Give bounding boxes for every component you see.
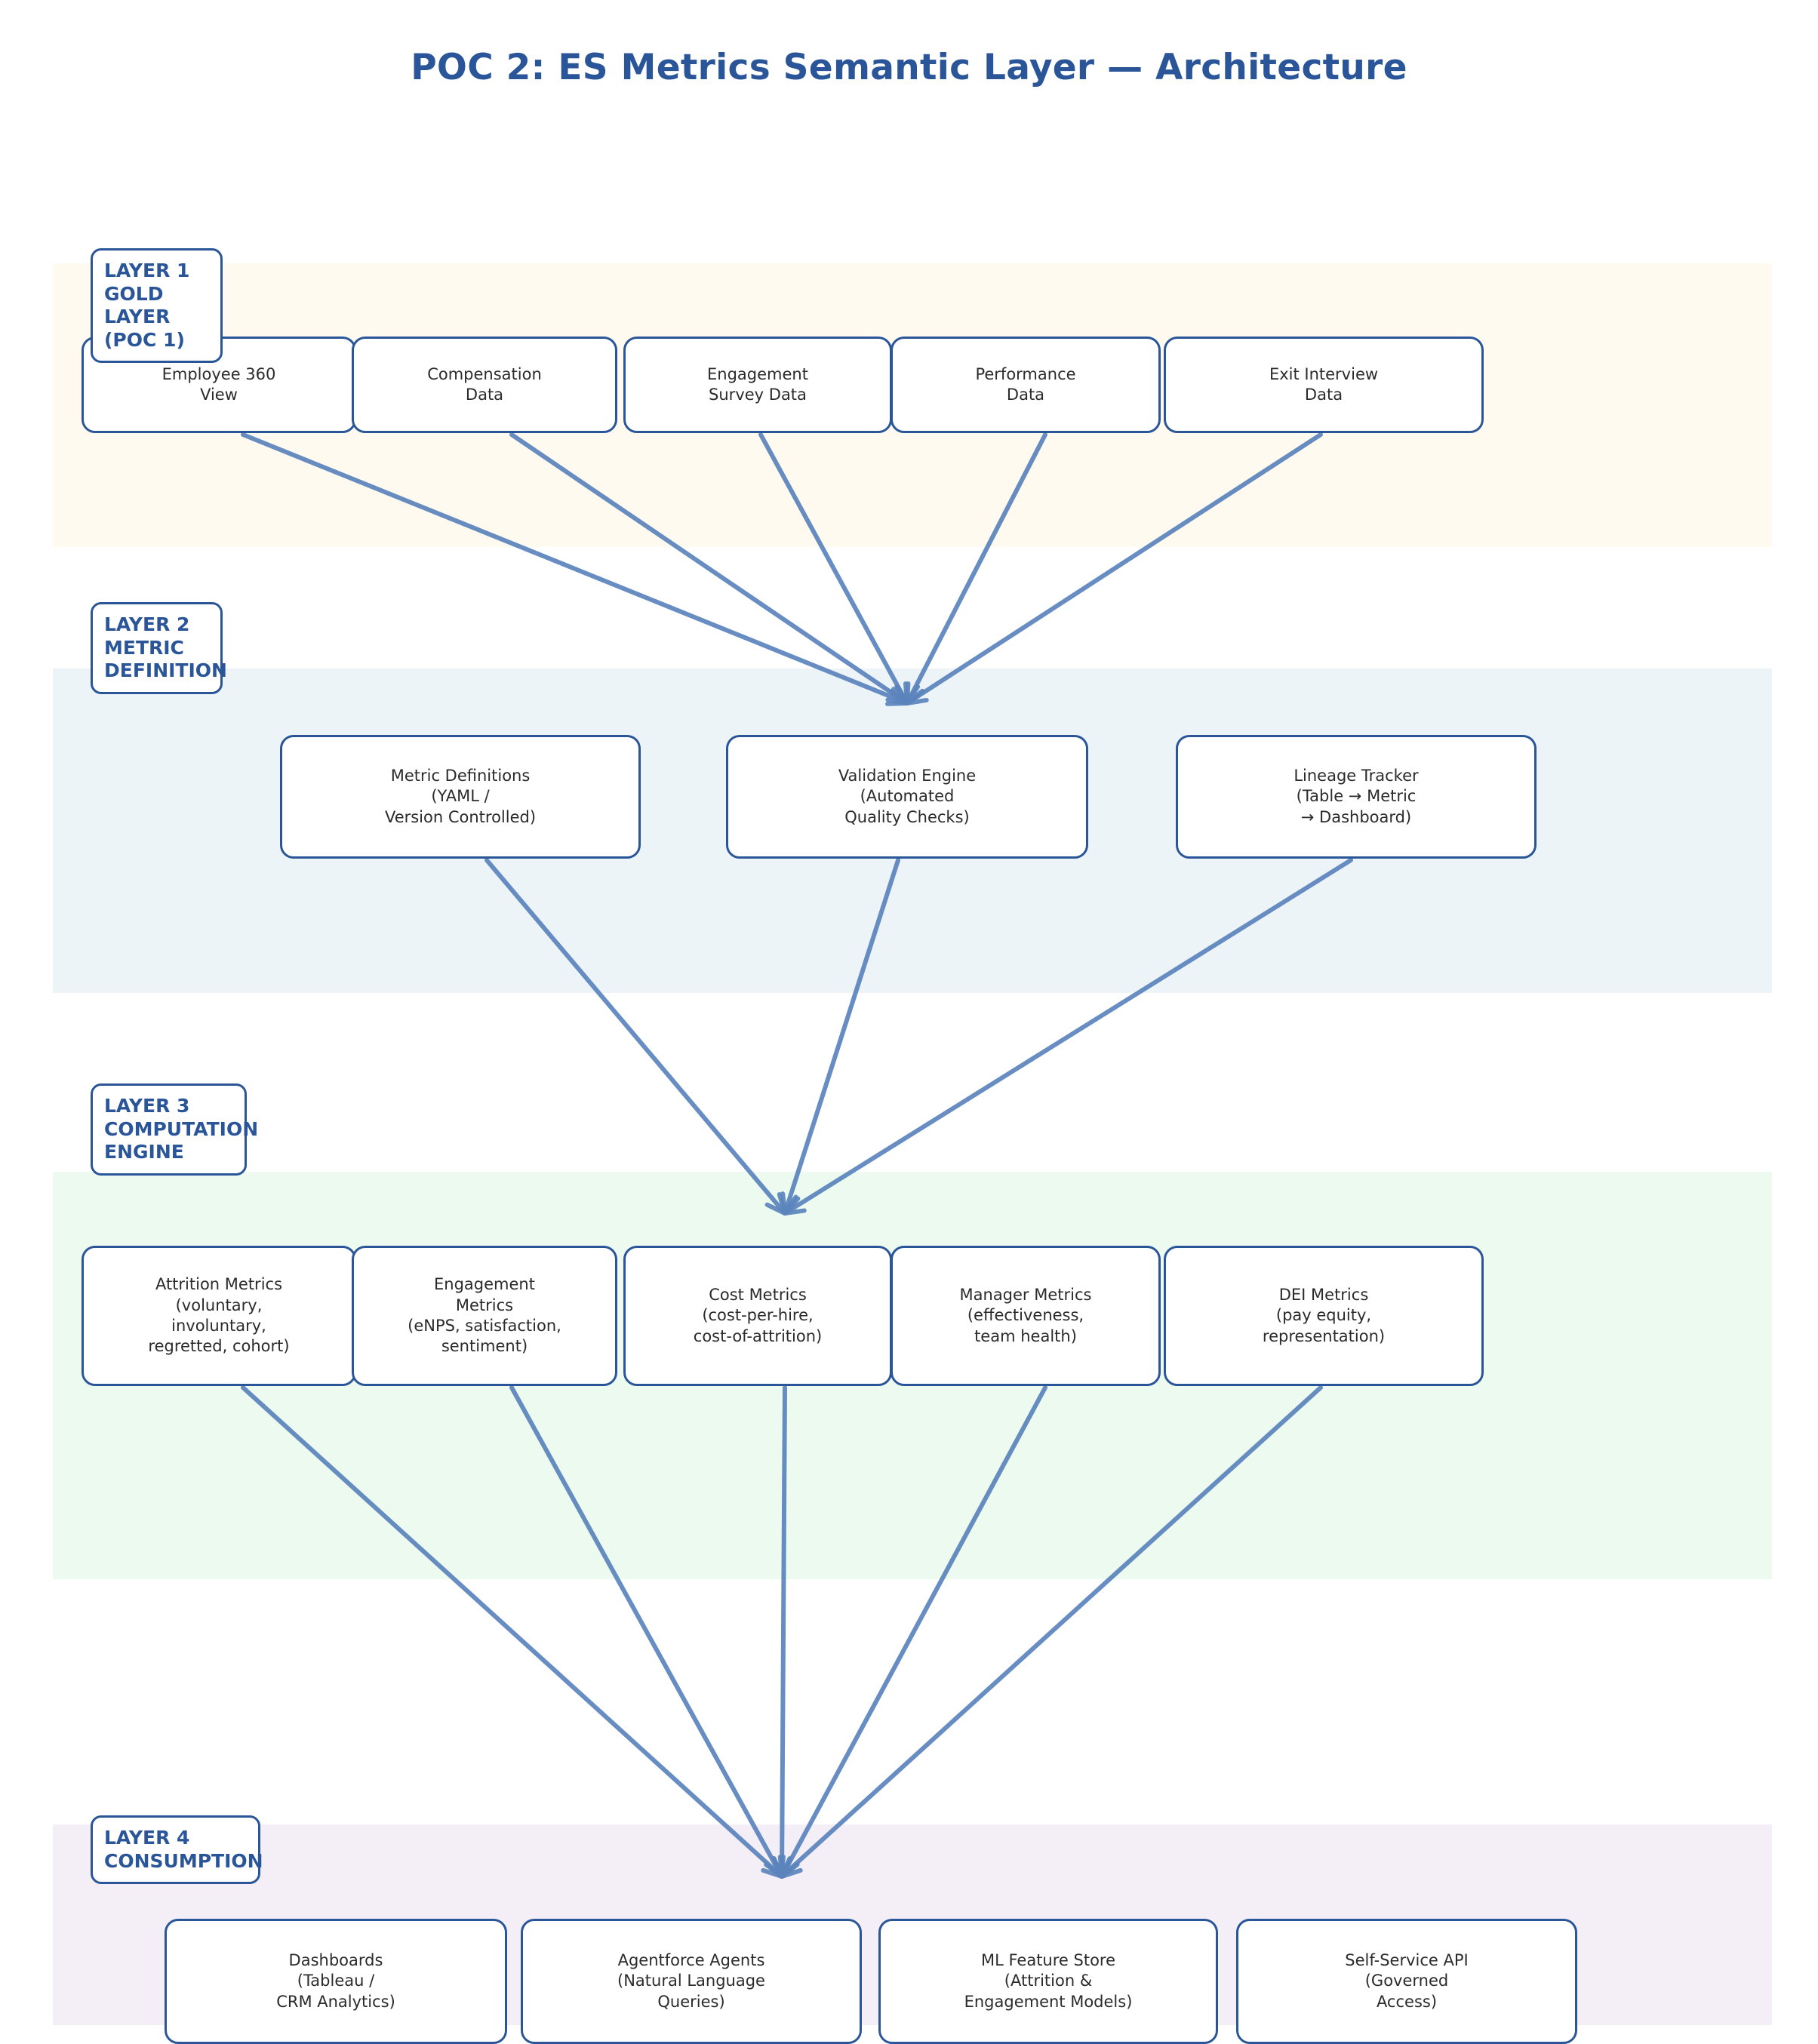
- node-layer4-1[interactable]: Dashboards (Tableau / CRM Analytics): [165, 1919, 507, 2044]
- node-layer2-3[interactable]: Lineage Tracker (Table → Metric → Dashbo…: [1176, 735, 1537, 859]
- node-layer3-5[interactable]: DEI Metrics (pay equity, representation): [1164, 1246, 1484, 1386]
- node-layer3-1[interactable]: Attrition Metrics (voluntary, involuntar…: [82, 1246, 356, 1386]
- node-layer1-3[interactable]: Engagement Survey Data: [623, 337, 892, 433]
- node-layer1-5[interactable]: Exit Interview Data: [1164, 337, 1484, 433]
- node-layer4-4[interactable]: Self-Service API (Governed Access): [1236, 1919, 1577, 2044]
- layer-tag-4: LAYER 4 CONSUMPTION: [91, 1815, 263, 1884]
- node-layer1-2[interactable]: Compensation Data: [352, 337, 617, 433]
- node-layer3-3[interactable]: Cost Metrics (cost-per-hire, cost-of-att…: [623, 1246, 892, 1386]
- layer-tag-1: LAYER 1 GOLD LAYER (POC 1): [91, 248, 223, 363]
- node-layer4-3[interactable]: ML Feature Store (Attrition & Engagement…: [878, 1919, 1218, 2044]
- node-layer1-4[interactable]: Performance Data: [891, 337, 1161, 433]
- node-layer3-2[interactable]: Engagement Metrics (eNPS, satisfaction, …: [352, 1246, 617, 1386]
- node-layer2-2[interactable]: Validation Engine (Automated Quality Che…: [726, 735, 1088, 859]
- node-layer2-1[interactable]: Metric Definitions (YAML / Version Contr…: [280, 735, 641, 859]
- layer-tag-3: LAYER 3 COMPUTATION ENGINE: [91, 1083, 258, 1176]
- node-layer3-4[interactable]: Manager Metrics (effectiveness, team hea…: [891, 1246, 1161, 1386]
- layer-tag-2: LAYER 2 METRIC DEFINITION: [91, 602, 227, 694]
- page-title: POC 2: ES Metrics Semantic Layer — Archi…: [411, 47, 1407, 88]
- node-layer4-2[interactable]: Agentforce Agents (Natural Language Quer…: [521, 1919, 862, 2044]
